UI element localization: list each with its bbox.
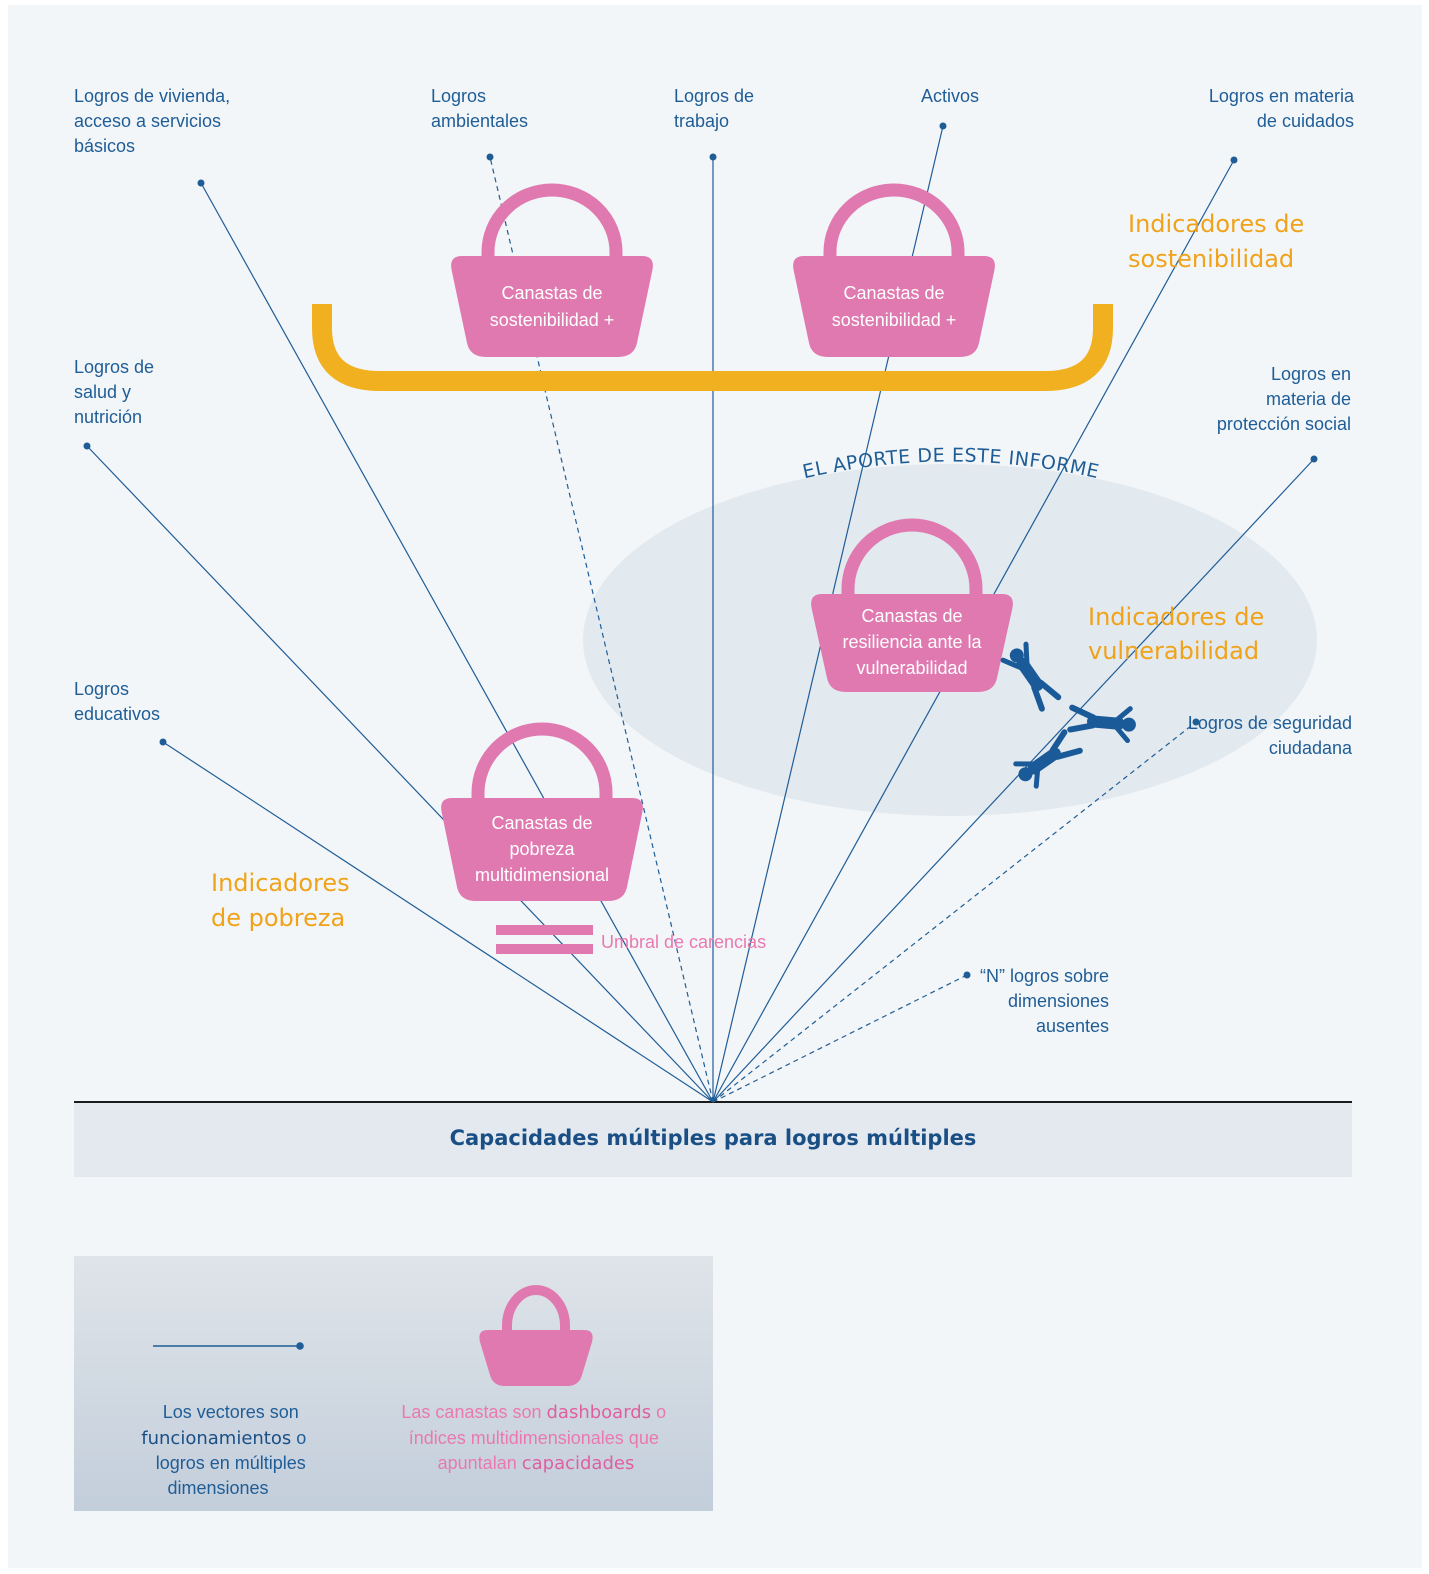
vector-dot xyxy=(159,738,167,746)
vector-seguridad xyxy=(712,721,1197,1103)
vector-dot xyxy=(963,971,971,979)
legend-box: Los vectores son funcionamientos o logro… xyxy=(74,1256,713,1511)
vector-dot xyxy=(197,179,205,187)
vector-dot xyxy=(709,153,717,161)
sostenibilidad-bracket xyxy=(312,304,1113,391)
falling-figures-icon xyxy=(1000,641,1136,789)
legend-basket-icon xyxy=(479,1285,593,1386)
vector-endpoints xyxy=(83,122,1318,979)
vector-dot xyxy=(486,153,494,161)
umbral-bars xyxy=(496,925,593,954)
falling-person-icon xyxy=(1000,641,1062,712)
vector-dot xyxy=(939,122,947,130)
vector-dot xyxy=(1230,156,1238,164)
legend-vectors-text: Los vectores son funcionamientos o logro… xyxy=(141,1402,310,1498)
vector-salud xyxy=(86,445,714,1103)
label-activos: Activos xyxy=(921,86,979,106)
legend-vector-dot xyxy=(296,1342,304,1350)
falling-person-icon xyxy=(1013,729,1083,789)
vector-dot xyxy=(1192,718,1200,726)
vector-educativos xyxy=(162,741,714,1103)
umbral-label: Umbral de carencias xyxy=(601,932,766,952)
vector-dot xyxy=(1310,455,1318,463)
legend-baskets-text: Las canastas son dashboards o índices mu… xyxy=(401,1402,670,1474)
falling-person-icon xyxy=(1067,704,1136,744)
vector-vivienda xyxy=(200,182,714,1103)
vector-proteccion xyxy=(712,458,1315,1103)
base-band xyxy=(74,1102,1352,1177)
base-label: Capacidades múltiples para logros múltip… xyxy=(450,1126,977,1150)
vector-ausentes xyxy=(712,974,968,1103)
vector-dot xyxy=(83,442,91,450)
